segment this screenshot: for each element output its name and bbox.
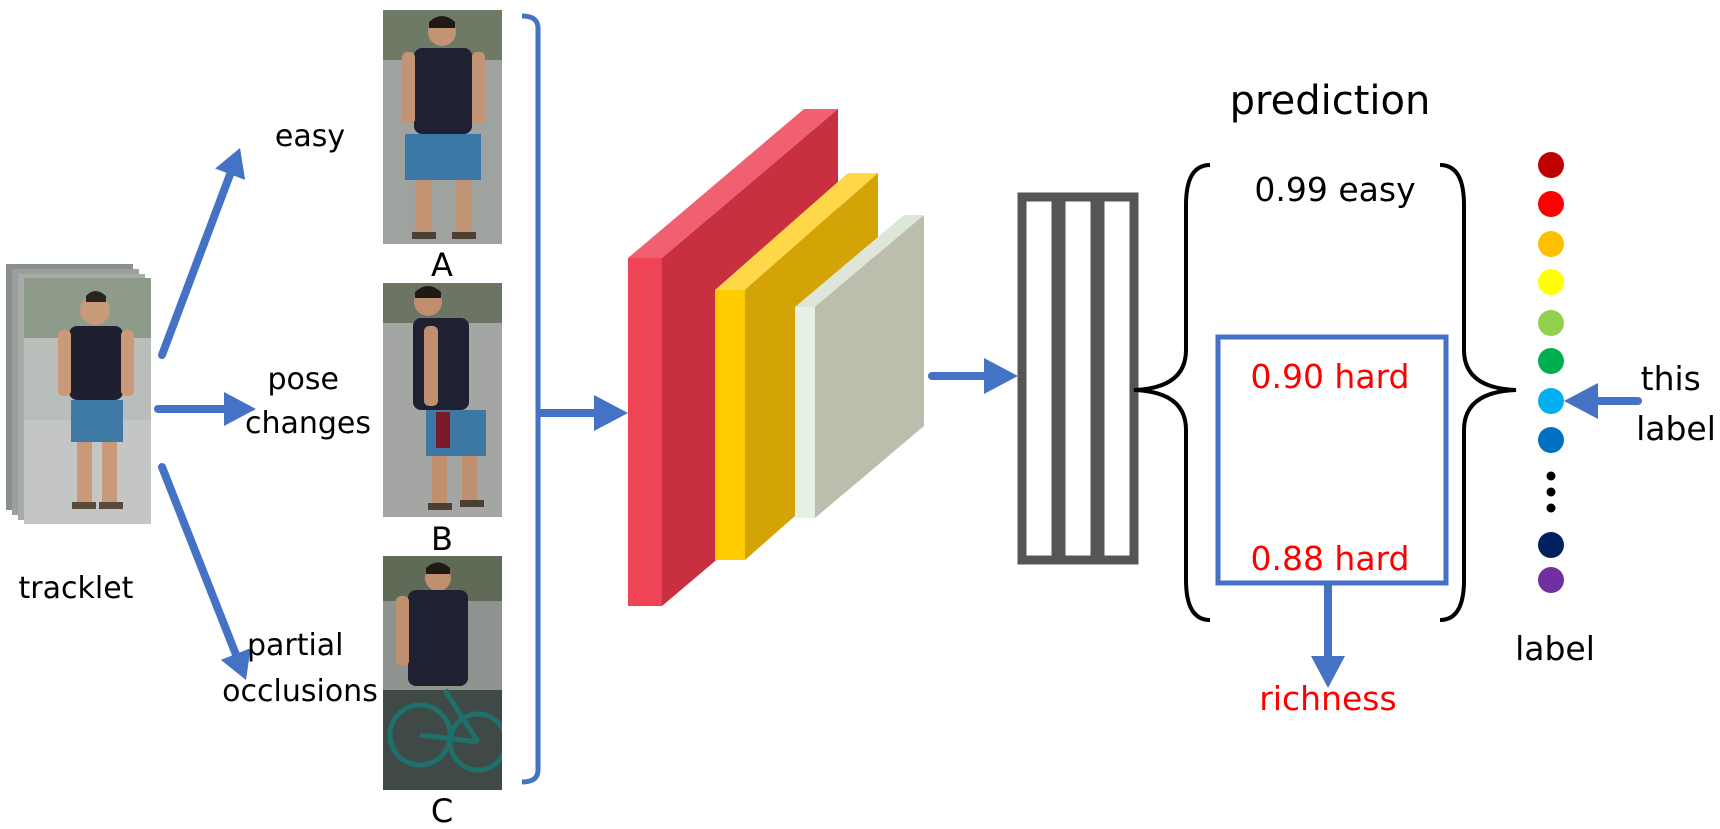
image-label-b: B xyxy=(431,520,453,558)
label-dot xyxy=(1538,231,1564,257)
label-dot xyxy=(1538,532,1564,558)
category-label-pose-changes: pose changes xyxy=(245,362,371,441)
label-dot xyxy=(1538,269,1564,295)
arrow-to-fc-layers xyxy=(928,358,1018,394)
label-dot xyxy=(1538,152,1564,178)
person-image-a xyxy=(383,10,502,244)
ellipsis-dot xyxy=(1546,503,1556,513)
label-dot xyxy=(1538,567,1564,593)
label-dot xyxy=(1538,427,1564,453)
image-label-c: C xyxy=(431,792,453,829)
split-arrows xyxy=(154,148,256,680)
person-image-b xyxy=(383,283,502,517)
arrow-to-richness xyxy=(1311,581,1345,688)
arrow-to-partial-occlusions xyxy=(158,463,251,680)
flow-arrows xyxy=(536,358,1642,688)
category-label-easy: easy xyxy=(275,119,345,154)
richness-label: richness xyxy=(1259,679,1396,718)
label-dot xyxy=(1538,191,1564,217)
tracklet-person-image xyxy=(24,278,151,524)
label-dots xyxy=(1538,152,1564,593)
tracklet-label: tracklet xyxy=(19,571,134,606)
hard-samples-box xyxy=(1215,334,1449,586)
label-dot xyxy=(1538,348,1564,374)
person-image-c xyxy=(383,556,502,790)
prediction-left-brace xyxy=(1133,163,1211,622)
arrow-to-easy xyxy=(158,148,246,359)
arrow-to-cnn xyxy=(536,395,628,431)
label-dot xyxy=(1538,310,1564,336)
grouping-bracket xyxy=(521,13,541,785)
prediction-right-brace xyxy=(1439,163,1517,622)
cnn-layer-gray xyxy=(795,215,924,518)
arrow-to-pose-changes xyxy=(154,392,256,426)
label-column-label: label xyxy=(1515,629,1595,668)
prediction-easy-score: 0.99 easy xyxy=(1254,170,1415,209)
prediction-hard-score-1: 0.90 hard xyxy=(1250,357,1409,396)
prediction-hard-score-2: 0.88 hard xyxy=(1250,539,1409,578)
category-label-partial-occlusions: partial occlusions xyxy=(222,628,378,709)
this-label-text: this label xyxy=(1636,359,1716,448)
tracklet-stack xyxy=(6,264,151,524)
fully-connected-layers xyxy=(1017,192,1139,565)
arrow-this-label xyxy=(1564,383,1642,419)
image-label-a: A xyxy=(431,246,453,284)
prediction-title: prediction xyxy=(1230,78,1431,124)
label-dot xyxy=(1538,388,1564,414)
ellipsis-dot xyxy=(1546,471,1556,481)
ellipsis-dot xyxy=(1546,487,1556,497)
